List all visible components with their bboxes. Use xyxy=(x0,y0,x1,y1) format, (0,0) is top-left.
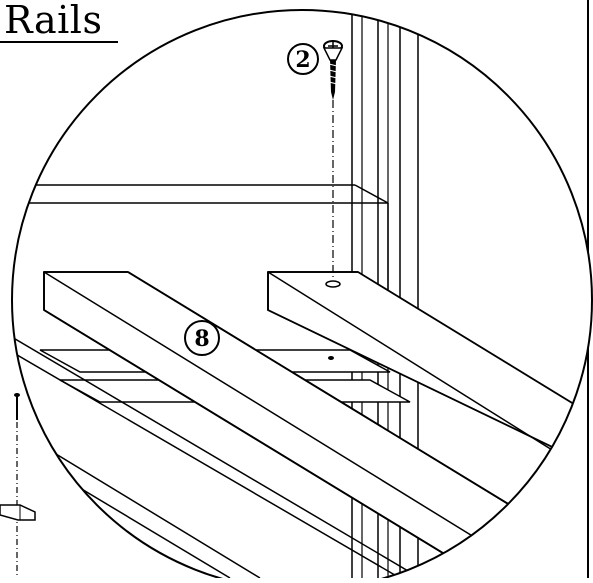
magnifier-circle xyxy=(11,9,593,583)
callout-screw-label: 2 xyxy=(295,47,310,73)
screw-pilot-hole xyxy=(328,356,334,360)
callout-rail-label: 8 xyxy=(194,326,209,352)
screw-icon xyxy=(322,40,344,100)
left-detail-screw xyxy=(14,393,20,578)
callout-screw: 2 xyxy=(287,43,319,75)
page-title: Rails xyxy=(4,0,103,42)
left-detail-rail xyxy=(0,504,36,521)
callout-rail: 8 xyxy=(184,320,220,356)
screw-hole xyxy=(325,280,341,288)
top-frame xyxy=(12,184,389,300)
